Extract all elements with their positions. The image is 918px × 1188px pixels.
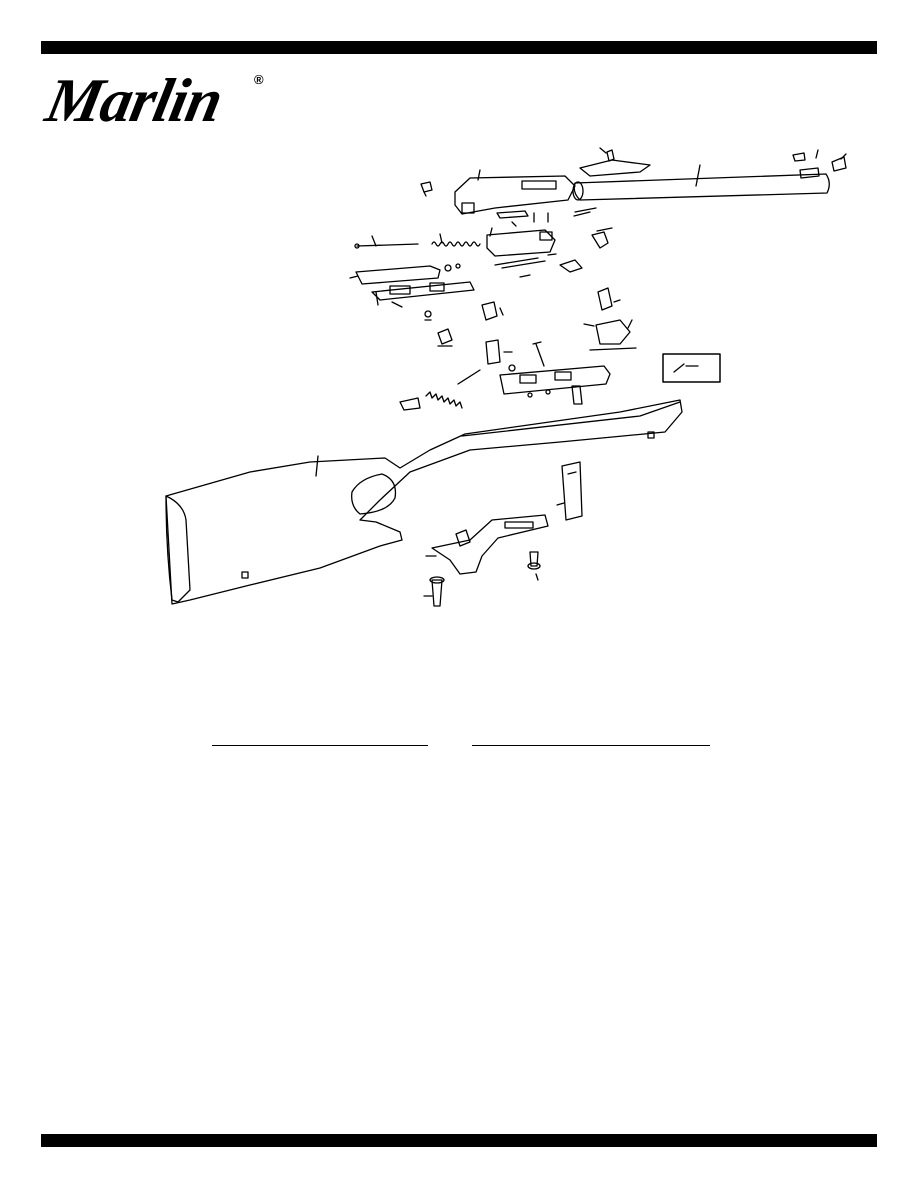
trigger-assembly-part bbox=[583, 319, 637, 351]
front-sight-part bbox=[792, 149, 847, 179]
buffer-spring-part bbox=[399, 369, 481, 411]
magazine-part bbox=[556, 461, 583, 521]
signature-line-right bbox=[472, 745, 710, 746]
recoil-spring-part bbox=[354, 233, 481, 249]
takedown-screws bbox=[423, 551, 541, 607]
barrel-part bbox=[572, 164, 830, 201]
exploded-parts-diagram bbox=[165, 147, 847, 607]
trigger-guard-part bbox=[425, 514, 549, 575]
bottom-border-bar bbox=[41, 1134, 877, 1147]
hammer-part bbox=[481, 287, 621, 321]
sear-plate-part bbox=[349, 263, 475, 321]
trigger-plate-part bbox=[499, 364, 611, 405]
rear-sight-part bbox=[579, 147, 651, 177]
registered-trademark-icon: ® bbox=[254, 72, 264, 87]
extractor-parts bbox=[494, 253, 583, 278]
receiver-small-parts bbox=[420, 181, 613, 249]
signature-line-left bbox=[212, 745, 428, 746]
receiver-part bbox=[454, 169, 576, 215]
bolt-part bbox=[486, 227, 556, 257]
logo-wordmark: Marlin bbox=[40, 67, 228, 135]
stock-part bbox=[165, 399, 683, 605]
magazine-latch-parts bbox=[437, 328, 545, 367]
inset-pin-detail bbox=[662, 353, 721, 383]
marlin-logo: Marlin ® bbox=[40, 66, 280, 136]
top-border-bar bbox=[41, 41, 877, 54]
